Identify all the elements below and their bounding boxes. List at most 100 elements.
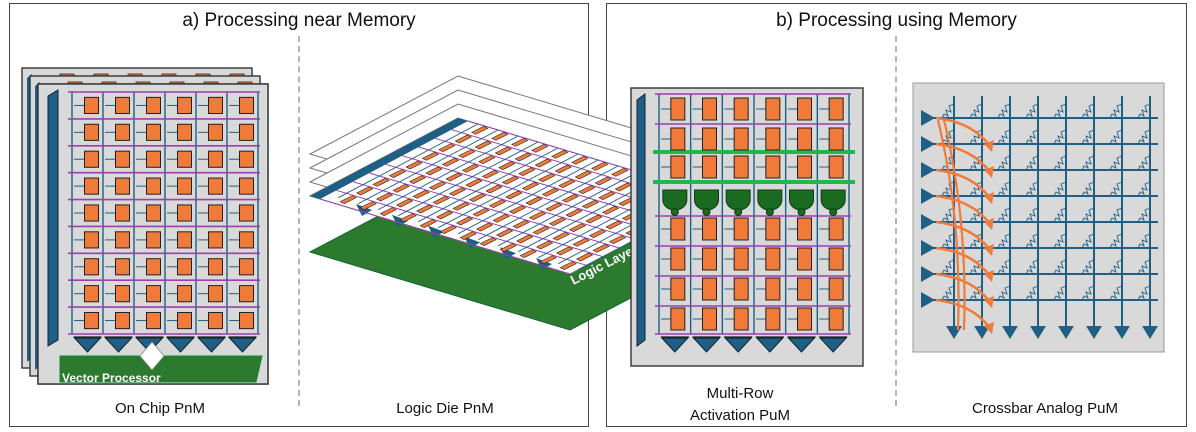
memory-cell xyxy=(670,247,686,271)
memory-cell xyxy=(733,217,749,241)
multi-row-caption: Multi-Row Activation PuM xyxy=(660,383,820,427)
panel-b-title: b) Processing using Memory xyxy=(776,10,1017,31)
processor-notch xyxy=(139,341,165,371)
memory-cell xyxy=(425,166,443,176)
memory-cell xyxy=(239,258,254,276)
bitline xyxy=(498,171,639,247)
memory-cell xyxy=(448,187,467,197)
memory-cell xyxy=(465,178,483,188)
memristor xyxy=(941,103,955,119)
memory-cell xyxy=(511,137,529,147)
output-sense xyxy=(1002,326,1018,339)
sense-amplifier xyxy=(428,225,444,238)
memory-cell xyxy=(611,167,629,177)
memory-cell xyxy=(208,177,223,195)
memory-cell xyxy=(84,231,99,249)
memory-cell xyxy=(208,258,223,276)
memory-cell xyxy=(765,155,781,179)
memristor xyxy=(1081,233,1095,249)
sense-amplifier xyxy=(692,337,721,353)
memory-cell xyxy=(239,285,254,303)
memory-cell xyxy=(177,231,192,249)
memory-cell xyxy=(828,97,844,121)
memory-cell xyxy=(828,155,844,179)
memory-cell xyxy=(512,219,530,229)
memory-cell xyxy=(375,192,394,202)
current-arrow xyxy=(942,119,966,331)
memory-cell xyxy=(474,140,493,150)
memory-cell xyxy=(828,247,844,271)
memory-cell xyxy=(534,158,553,168)
memristor xyxy=(941,233,955,249)
memory-cell xyxy=(177,204,192,222)
bitline xyxy=(458,159,599,235)
memory-cell xyxy=(359,201,377,211)
memristor xyxy=(1109,233,1123,249)
memory-cell xyxy=(797,127,812,151)
memristor xyxy=(1109,181,1123,197)
memristor xyxy=(1053,233,1067,249)
current-arrowhead xyxy=(984,166,994,178)
input-driver xyxy=(921,214,935,230)
memory-cell xyxy=(239,231,254,249)
panel-b-divider xyxy=(895,36,897,406)
memory-cell xyxy=(702,307,717,331)
memristor xyxy=(1081,285,1095,301)
gate-output xyxy=(702,208,711,216)
memory-cell xyxy=(405,160,423,170)
memory-cell xyxy=(432,195,450,205)
memristor xyxy=(1109,155,1123,171)
panel-a-title: a) Processing near Memory xyxy=(182,10,416,31)
memory-cell xyxy=(733,127,749,151)
memory-cell xyxy=(146,258,161,276)
input-driver xyxy=(921,162,935,178)
memory-cell xyxy=(492,213,510,223)
bitline xyxy=(438,153,579,229)
input-driver xyxy=(921,266,935,282)
memristor xyxy=(1053,285,1067,301)
memristor xyxy=(1137,259,1151,275)
wordline xyxy=(319,198,571,275)
memory-cell xyxy=(115,231,130,249)
memristor xyxy=(997,285,1011,301)
memory-cell xyxy=(828,127,844,151)
memory-cell xyxy=(177,150,192,168)
memristor xyxy=(941,207,955,223)
memory-cell xyxy=(355,186,374,196)
memory-cell xyxy=(208,96,223,115)
memory-cell xyxy=(408,175,427,185)
memristor xyxy=(1137,285,1151,301)
input-driver xyxy=(921,240,935,256)
sense-amplifier xyxy=(536,258,552,270)
memory-cell xyxy=(519,249,537,259)
memory-cell xyxy=(594,176,613,186)
memory-cell xyxy=(421,151,440,161)
current-arrowhead xyxy=(984,244,994,256)
memristor xyxy=(1137,181,1151,197)
memory-cell xyxy=(670,307,686,331)
memory-cell xyxy=(797,277,812,301)
current-arrow xyxy=(935,116,991,147)
memory-cell xyxy=(146,285,161,303)
memory-cell xyxy=(459,231,477,241)
output-sense xyxy=(1058,326,1074,339)
current-arrowhead xyxy=(984,322,994,334)
memory-cell xyxy=(581,199,600,209)
logic-die-pnm-caption: Logic Die PnM xyxy=(396,400,494,417)
memory-cell xyxy=(392,183,410,193)
memory-cell xyxy=(515,234,534,244)
memristor xyxy=(1053,207,1067,223)
sense-amplifier xyxy=(166,337,195,353)
memory-cell xyxy=(539,255,557,265)
output-sense xyxy=(1030,326,1046,339)
memory-cell xyxy=(115,150,130,168)
memory-cell xyxy=(177,96,192,115)
memory-cell xyxy=(505,190,523,200)
bitline xyxy=(358,129,499,205)
multi-row-caption-line2: Activation PuM xyxy=(689,407,791,424)
memory-cell xyxy=(115,258,130,276)
memory-cell xyxy=(670,155,686,179)
sense-amplifier xyxy=(104,337,133,353)
memory-cell xyxy=(545,202,563,212)
memristor xyxy=(1081,181,1095,197)
